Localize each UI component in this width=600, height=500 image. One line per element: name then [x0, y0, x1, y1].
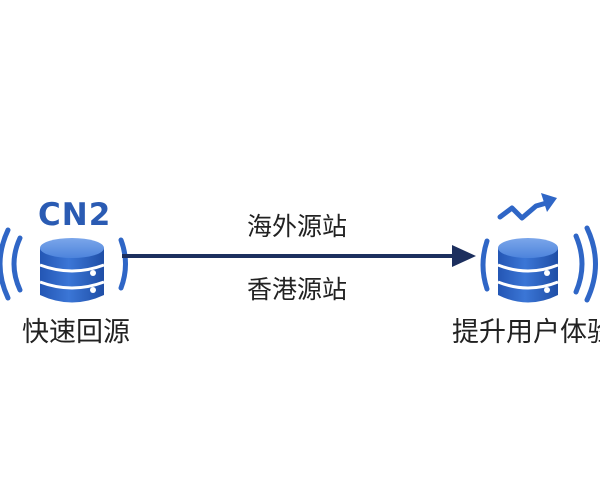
connection-arrow	[122, 245, 476, 267]
right-server-icon	[480, 193, 598, 303]
cn2-badge: CN2	[38, 197, 112, 233]
left-signal-right-icon	[118, 237, 128, 291]
right-signal-icon	[573, 225, 598, 303]
left-server-icon	[0, 227, 128, 303]
left-signal-icon	[0, 227, 23, 301]
left-node-caption: 快速回源	[22, 317, 130, 348]
route-label-top: 海外源站	[247, 212, 348, 241]
trend-up-icon	[497, 199, 553, 221]
right-node-caption: 提升用户体验	[452, 317, 600, 348]
route-label-bottom: 香港源站	[247, 275, 348, 304]
